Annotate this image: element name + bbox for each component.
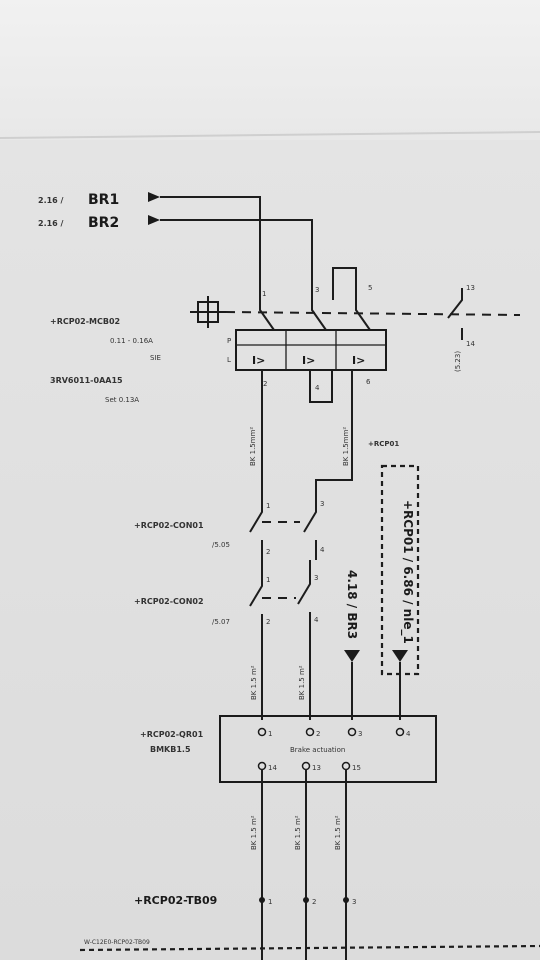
br1-arrow-icon bbox=[148, 192, 160, 202]
br1-wire bbox=[160, 196, 261, 300]
module-pin-3-label: 3 bbox=[358, 730, 362, 738]
module-pin-2 bbox=[305, 727, 315, 737]
breaker-line-3: 3RV6011-0AA15 bbox=[50, 376, 123, 385]
contactor-1-ref: /5.05 bbox=[212, 541, 230, 549]
aux-term-14: 14 bbox=[466, 340, 475, 348]
breaker-overcurrent-3: I> bbox=[352, 354, 365, 367]
br1-label: BR1 bbox=[88, 192, 119, 208]
module-pin-13-label: 13 bbox=[312, 764, 321, 772]
tb-pin-2-label: 2 bbox=[312, 898, 316, 906]
paper-background bbox=[0, 0, 540, 140]
module-pin-13 bbox=[301, 761, 311, 771]
module-pin-4-label: 4 bbox=[406, 730, 411, 738]
wire-label-5: BK 1.5 m² bbox=[250, 815, 258, 850]
module-caption: Brake actuation bbox=[290, 746, 345, 754]
module-pin-3 bbox=[347, 727, 357, 737]
breaker-overcurrent-2: I> bbox=[302, 354, 315, 367]
contactor-2-pole-2 bbox=[297, 560, 311, 720]
contactor-1-pole-1 bbox=[249, 500, 263, 560]
breaker-link-dashed bbox=[225, 311, 521, 316]
module-model: BMKB1.5 bbox=[150, 745, 191, 754]
contactor-1-pole-2 bbox=[303, 500, 317, 560]
pole-2-contact bbox=[311, 300, 327, 331]
aux-contact bbox=[447, 288, 463, 340]
breaker-side-l: L bbox=[227, 356, 231, 364]
tb-pin-1-dot bbox=[259, 897, 265, 903]
breaker-line-2: SIE bbox=[150, 354, 161, 362]
breaker-tag: +RCP02-MCB02 bbox=[50, 317, 120, 326]
contactor-1-tag: +RCP02-CON01 bbox=[134, 521, 204, 530]
br3-label: 4.18 / BR3 bbox=[345, 570, 359, 639]
aux-ref: (5.23) bbox=[454, 351, 462, 372]
tb-pin-3-dot bbox=[343, 897, 349, 903]
contactor-2-t2: 2 bbox=[266, 618, 270, 626]
pole-3-contact bbox=[355, 300, 371, 331]
module-pin-1 bbox=[257, 727, 267, 737]
contactor-1-t4: 4 bbox=[320, 546, 325, 554]
br2-wire bbox=[160, 219, 313, 300]
pole-1-contact bbox=[259, 300, 275, 331]
br1-ref: 2.16 / bbox=[38, 196, 64, 205]
module-pin-15 bbox=[341, 761, 351, 771]
module-pin-15-label: 15 bbox=[352, 764, 361, 772]
wire-pole-3 bbox=[315, 370, 353, 500]
breaker-side-p: P bbox=[227, 337, 231, 345]
contactor-2-t4: 4 bbox=[314, 616, 319, 624]
breaker-term-1: 1 bbox=[262, 290, 266, 298]
br3-arrow-icon bbox=[344, 650, 360, 662]
breaker-term-5: 5 bbox=[368, 284, 372, 292]
contactor-2-ref: /5.07 bbox=[212, 618, 230, 626]
breaker-handle-icon bbox=[190, 296, 226, 328]
module-pin-2-label: 2 bbox=[316, 730, 320, 738]
module-box bbox=[219, 715, 437, 783]
wire-label-4: BK 1.5 m² bbox=[298, 665, 306, 700]
module-pin-14 bbox=[257, 761, 267, 771]
contactor-2-tag: +RCP02-CON02 bbox=[134, 597, 204, 606]
rcp01-ref: +RCP01 / 6.86 / nle_1 bbox=[400, 500, 415, 644]
rcp01-arrow-icon bbox=[392, 650, 408, 662]
breaker-term-3: 3 bbox=[315, 286, 319, 294]
breaker-line-4: Set 0.13A bbox=[105, 396, 139, 404]
tb-pin-3-label: 3 bbox=[352, 898, 356, 906]
breaker-term-2: 2 bbox=[263, 380, 267, 388]
tb-pin-2-dot bbox=[303, 897, 309, 903]
contactor-2-t1: 1 bbox=[266, 576, 270, 584]
breaker-overcurrent-1: I> bbox=[252, 354, 265, 367]
wire-label-2: BK 1.5mm² bbox=[342, 427, 350, 466]
breaker-term-6: 6 bbox=[366, 378, 371, 386]
tb-pin-1-label: 1 bbox=[268, 898, 272, 906]
wire-label-6: BK 1.5 m² bbox=[294, 815, 302, 850]
breaker-term-4: 4 bbox=[315, 384, 320, 392]
paper-edge bbox=[0, 131, 540, 139]
pole-2-jumper bbox=[309, 369, 333, 403]
module-tag: +RCP02-QR01 bbox=[140, 730, 204, 739]
module-pin-4 bbox=[395, 727, 405, 737]
br2-label: BR2 bbox=[88, 215, 119, 231]
bridge-wire bbox=[332, 267, 357, 300]
br2-ref: 2.16 / bbox=[38, 219, 64, 228]
br2-arrow-icon bbox=[148, 215, 160, 225]
wire-label-7: BK 1.5 m² bbox=[334, 815, 342, 850]
contactor-1-t2: 2 bbox=[266, 548, 270, 556]
terminal-block-tag: +RCP02-TB09 bbox=[134, 894, 217, 907]
module-pin-1-label: 1 bbox=[268, 730, 272, 738]
wire-label-1: BK 1.5mm² bbox=[249, 427, 257, 466]
contactor-1-t3: 3 bbox=[320, 500, 324, 508]
contactor-1-t1: 1 bbox=[266, 502, 270, 510]
module-pin-14-label: 14 bbox=[268, 764, 277, 772]
cable-dashed bbox=[79, 944, 540, 952]
aux-term-13: 13 bbox=[466, 284, 475, 292]
rcp01-tag: +RCP01 bbox=[368, 440, 399, 448]
wire-label-3: BK 1.5 m² bbox=[250, 665, 258, 700]
contactor-2-t3: 3 bbox=[314, 574, 318, 582]
footer-cable-label: W-C12E0-RCP02-TB09 bbox=[84, 939, 150, 946]
contactor-2-pole-1 bbox=[249, 560, 263, 720]
breaker-line-1: 0.11 - 0.16A bbox=[110, 337, 153, 345]
